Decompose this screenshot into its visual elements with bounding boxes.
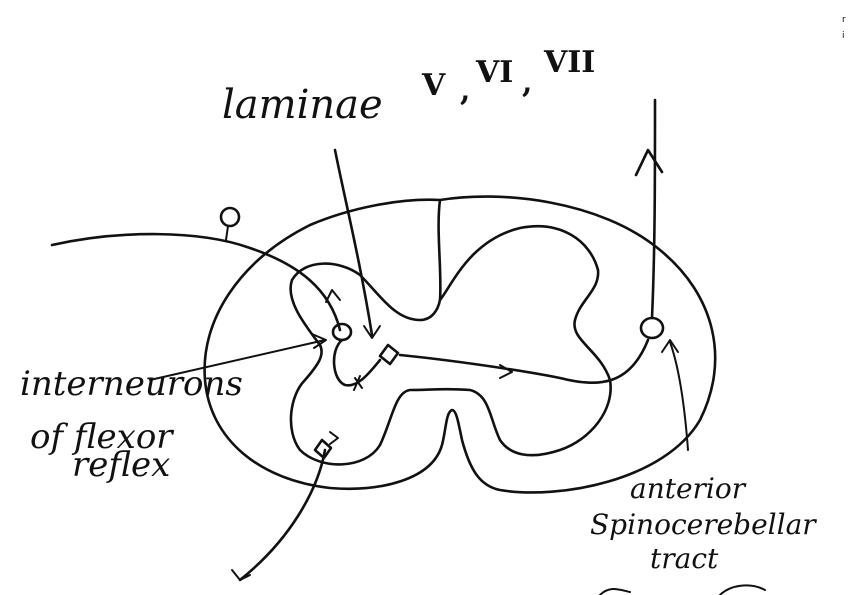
spinal-cord-outline <box>205 197 716 493</box>
comma-2: , <box>522 65 532 100</box>
dorsal-root-ganglion <box>221 208 239 226</box>
intrinsic-fiber <box>334 340 380 385</box>
anterior-pointer-head <box>662 340 678 352</box>
anterior-label: anterior <box>630 472 747 505</box>
posterior-median-septum <box>439 200 441 300</box>
corner-mark-2: i <box>842 31 845 41</box>
motor-arrow <box>330 432 338 444</box>
interneurons-label-3: reflex <box>72 445 170 485</box>
diamond-cell <box>380 345 398 364</box>
crossing-fiber <box>400 340 648 383</box>
lamina-vi-label: VI <box>475 55 513 90</box>
ganglion-stalk <box>226 226 228 240</box>
crossing-arrowhead <box>500 365 512 378</box>
spinocerebellar-ascending <box>652 100 655 318</box>
ascending-arrowhead <box>636 150 662 175</box>
laminae-arrow-left <box>335 150 372 335</box>
tract-label: tract <box>650 542 719 575</box>
comma-1: , <box>460 73 470 108</box>
spinocerebellar-cell <box>641 318 663 338</box>
spinocerebellar-label: Spinocerebellar <box>590 508 817 541</box>
lamina-v-label: V <box>421 68 446 103</box>
laminae-label: laminae <box>222 82 383 128</box>
anterior-pointer <box>670 342 688 450</box>
dorsal-root-fiber <box>52 234 340 330</box>
lamina-vii-label: VII <box>543 45 595 80</box>
cropped-scribble <box>600 585 765 595</box>
interneurons-label-1: interneurons <box>20 364 243 404</box>
motor-fiber <box>240 450 325 580</box>
interneuron-cell <box>333 324 351 340</box>
corner-mark-1: r <box>842 15 846 25</box>
